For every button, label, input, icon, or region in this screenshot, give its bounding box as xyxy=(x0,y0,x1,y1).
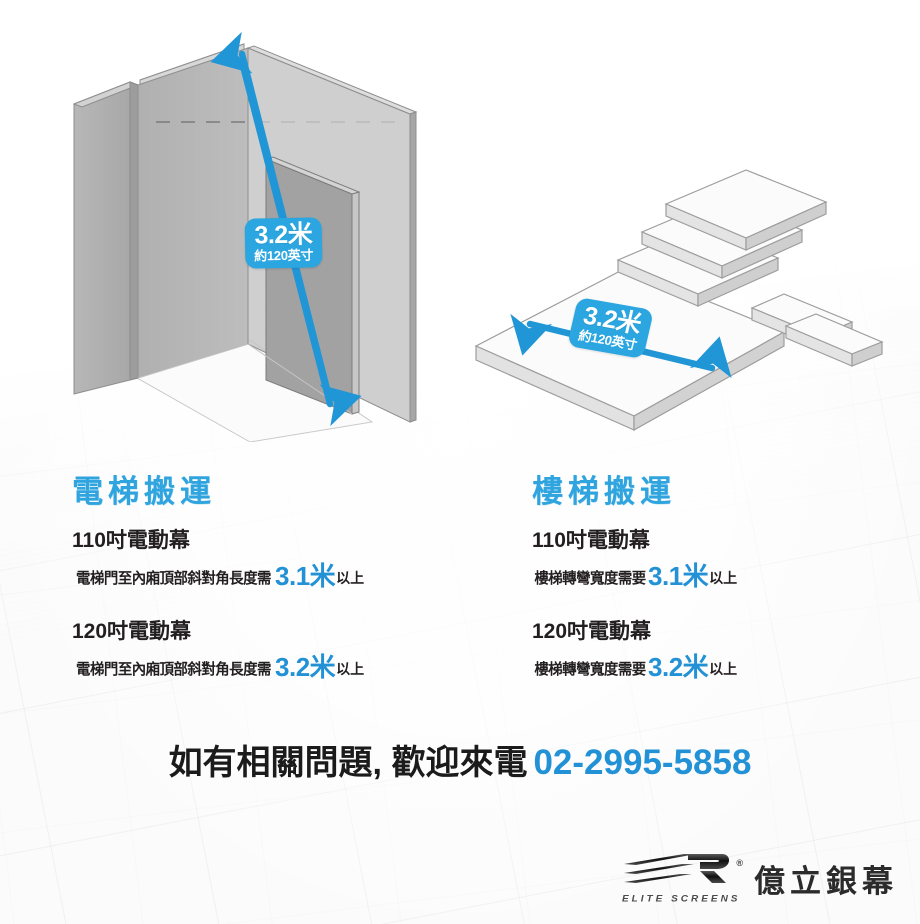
stairs-spec-120: 120吋電動幕 樓梯轉彎寬度需要3.2米以上 xyxy=(532,615,920,684)
cta-phone-number[interactable]: 02-2995-5858 xyxy=(533,743,752,782)
elevator-spec-120-tail: 以上 xyxy=(336,661,365,677)
stairs-step-3 xyxy=(664,169,828,251)
stairs-spec-110-desc: 樓梯轉彎寬度需要3.1米以上 xyxy=(532,556,920,593)
elevator-spec-110-tail: 以上 xyxy=(336,570,365,586)
elevator-left-wall xyxy=(72,81,140,395)
stairs-spec-110: 110吋電動幕 樓梯轉彎寬度需要3.1米以上 xyxy=(532,524,920,593)
stairs-section-title: 樓梯搬運 xyxy=(532,474,676,509)
brand-logo: ® ELITE SCREENS 億立銀幕 xyxy=(622,852,898,904)
elevator-badge-sub: 約120英寸 xyxy=(254,247,314,264)
elevator-spec-110-number: 3.1米 xyxy=(275,561,336,591)
stairs-spec-120-desc: 樓梯轉彎寬度需要3.2米以上 xyxy=(532,647,920,684)
elevator-dimension-badge: 3.2米 約120英寸 xyxy=(244,217,323,269)
stairs-spec-110-lead: 樓梯轉彎寬度需要 xyxy=(534,570,646,587)
elevator-spec-120-number: 3.2米 xyxy=(275,652,336,682)
elevator-spec-110-model: 110吋電動幕 xyxy=(72,529,190,552)
stairs-text-column: 樓梯搬運 110吋電動幕 樓梯轉彎寬度需要3.1米以上 120吋電動幕 樓梯轉彎… xyxy=(532,466,920,706)
stairs-landing-diagram xyxy=(474,169,884,432)
cta-label: 如有相關問題, 歡迎來電 xyxy=(168,744,528,782)
elevator-spec-120-model: 120吋電動幕 xyxy=(72,620,192,643)
elite-screens-logo-icon: ® ELITE SCREENS xyxy=(622,852,743,905)
elevator-inner-back-panel xyxy=(137,47,249,379)
elite-screens-wordmark: ELITE SCREENS xyxy=(622,894,741,905)
elite-screens-mark-icon xyxy=(624,854,730,883)
stairs-spec-120-model: 120吋電動幕 xyxy=(532,620,652,643)
elevator-spec-110-lead: 電梯門至內廂頂部斜對角長度需 xyxy=(76,570,271,587)
stairs-spec-120-lead: 樓梯轉彎寬度需要 xyxy=(534,661,646,678)
elevator-spec-120-lead: 電梯門至內廂頂部斜對角長度需 xyxy=(76,661,271,678)
stairs-spec-110-number: 3.1米 xyxy=(648,561,709,591)
brand-chinese-name: 億立銀幕 xyxy=(754,863,898,899)
registered-trademark-icon: ® xyxy=(736,858,743,868)
elevator-badge-value: 3.2米 xyxy=(254,220,313,250)
stairs-spec-110-tail: 以上 xyxy=(709,570,738,586)
stairs-spec-120-tail: 以上 xyxy=(709,661,738,677)
stairs-spec-120-number: 3.2米 xyxy=(648,652,709,682)
stairs-spec-110-model: 110吋電動幕 xyxy=(532,529,650,552)
elevator-section-title: 電梯搬運 xyxy=(72,474,216,509)
stairs-lower-step-2 xyxy=(784,313,884,367)
